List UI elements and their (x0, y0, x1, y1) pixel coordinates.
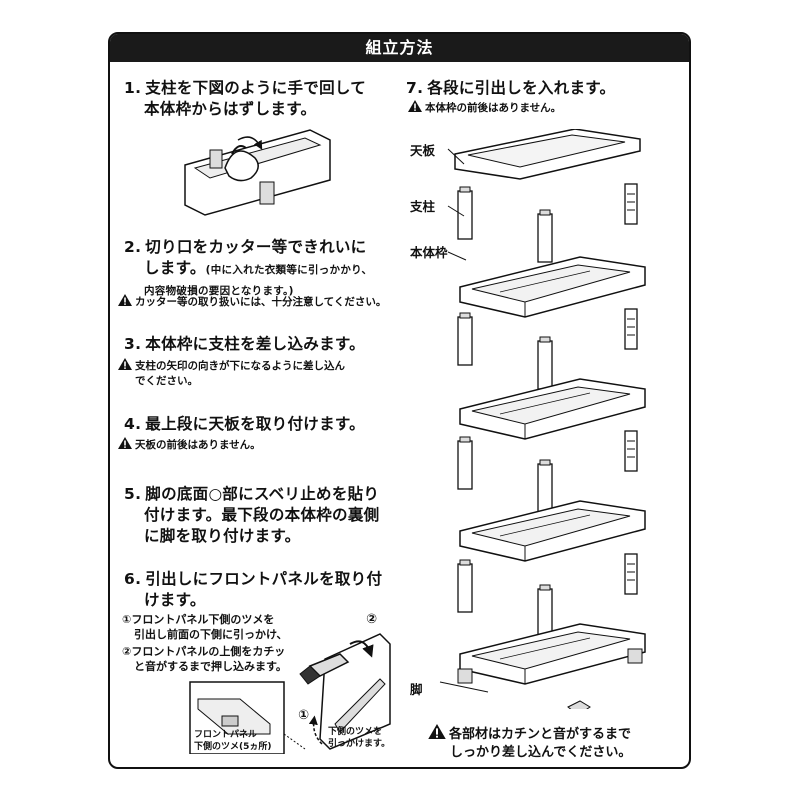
warning-icon (408, 100, 422, 112)
step-2-text-2: します。 (144, 259, 206, 277)
pillar-2-right (624, 308, 638, 350)
warning-icon (118, 437, 132, 449)
page-title: 組立方法 (110, 34, 689, 62)
step-6-number: 6. (124, 570, 142, 588)
step-7: 7.各段に引出しを入れます。 (406, 78, 615, 99)
final-note-line-2: しっかり差し込んでください。 (450, 745, 632, 760)
step-3-warning-text-2: でください。 (135, 375, 198, 387)
warning-icon (118, 358, 132, 370)
step-4-warning: 天板の前後はありません。 (118, 437, 261, 453)
step-1: 1.支柱を下図のように手で回して 本体枠からはずします。 (124, 78, 366, 120)
step-7-warning: 本体枠の前後はありません。 (408, 100, 561, 116)
step-3: 3.本体枠に支柱を差し込みます。 (124, 334, 365, 355)
step-2-warning: カッター等の取り扱いには、十分注意してください。 (118, 294, 386, 310)
step-1-text-2: 本体枠からはずします。 (144, 100, 317, 118)
step-3-text-1: 本体枠に支柱を差し込みます。 (145, 335, 365, 353)
step-1-text-1: 支柱を下図のように手で回して (145, 79, 367, 97)
label-pillar: 支柱 (410, 199, 436, 214)
label-claw: 下側のツメを 引っかけます。 (328, 726, 390, 750)
step-6-text-1: 引出しにフロントパネルを取り付 (145, 570, 383, 588)
step-6-text-2: けます。 (144, 591, 206, 609)
pillar-4-front (537, 584, 553, 638)
step-2-text-1: 切り口をカッター等できれいに (145, 238, 367, 256)
label-claw-a: 下側のツメを (328, 727, 383, 737)
step-5: 5.脚の底面○部にスベリ止めを貼り 付けます。最下段の本体枠の裏側 に脚を取り付… (124, 484, 379, 547)
label-claw-b: 引っかけます。 (328, 739, 391, 749)
label-leg: 脚 (410, 682, 423, 697)
pillar-1-front (537, 209, 553, 263)
step-7-warning-text: 本体枠の前後はありません。 (425, 102, 562, 114)
label-front-panel-b: 下側のツメ(5ヵ所) (194, 742, 272, 752)
label-frame: 本体枠 (410, 245, 448, 260)
step-6-sub-2-a: ②フロントパネルの上側をカチッ (122, 645, 286, 658)
step-6-sub-2: ②フロントパネルの上側をカチッ と音がするまで押し込みます。 (122, 644, 287, 674)
step-2-number: 2. (124, 238, 142, 256)
step-6-sub-2-b: と音がするまで押し込みます。 (134, 660, 287, 673)
step-5-number: 5. (124, 485, 142, 503)
pillar-3-right (624, 430, 638, 472)
pillar-2-front (537, 336, 553, 390)
final-note-line-1: 各部材はカチンと音がするまで (449, 727, 632, 742)
step-4-text-1: 最上段に天板を取り付けます。 (145, 415, 365, 433)
step-6-sub-1-b: 引出し前面の下側に引っかけ、 (134, 628, 288, 641)
step-3-number: 3. (124, 335, 142, 353)
step-7-number: 7. (406, 79, 424, 97)
marker-2: ② (366, 612, 378, 627)
step-7-text-1: 各段に引出しを入れます。 (427, 79, 616, 97)
step-4-warning-text: 天板の前後はありません。 (135, 439, 261, 451)
label-front-panel-a: フロントパネル (194, 730, 258, 740)
step-5-text-3: に脚を取り付けます。 (144, 527, 301, 545)
step-1-illustration (184, 129, 331, 216)
step-6: 6.引出しにフロントパネルを取り付 けます。 (124, 569, 382, 611)
step-1-number: 1. (124, 79, 142, 97)
instruction-sheet: 組立方法 1.支柱を下図のように手で回して 本体枠からはずします。 2.切り口を… (108, 32, 691, 769)
final-note: 各部材はカチンと音がするまで しっかり差し込んでください。 (428, 724, 631, 762)
warning-icon (118, 294, 132, 306)
step-2: 2.切り口をカッター等できれいに します。(中に入れた衣類等に引っかかり、 内容… (124, 237, 372, 302)
pillar-3-front (537, 459, 553, 513)
step-6-illustration (189, 633, 391, 754)
label-front-panel: フロントパネル 下側のツメ(5ヵ所) (194, 729, 272, 753)
pillar-4-right (624, 553, 638, 595)
step-6-sub-1-a: ①フロントパネル下側のツメを (122, 613, 275, 626)
step-4-number: 4. (124, 415, 142, 433)
top-board-inner (467, 134, 626, 168)
leg-right (627, 648, 643, 664)
step-2-warning-text: カッター等の取り扱いには、十分注意してください。 (135, 296, 387, 308)
step-5-text-2: 付けます。最下段の本体枠の裏側 (144, 506, 380, 524)
step-6-sub-1: ①フロントパネル下側のツメを 引出し前面の下側に引っかけ、 (122, 612, 287, 642)
warning-icon (428, 724, 446, 739)
step-4: 4.最上段に天板を取り付けます。 (124, 414, 365, 435)
label-top-board: 天板 (410, 143, 436, 158)
assembly-illustration (454, 129, 646, 709)
step-2-paren-1: (中に入れた衣類等に引っかかり、 (205, 264, 373, 276)
step-3-warning-text-1: 支柱の矢印の向きが下になるように差し込ん (135, 360, 345, 372)
label-leader-lines (439, 148, 489, 693)
leg-front (567, 700, 591, 709)
step-3-warning: 支柱の矢印の向きが下になるように差し込ん でください。 (118, 358, 345, 389)
pillar-1-right (624, 183, 638, 225)
step-2-paren-2: 内容物破損の要因となります。) (144, 285, 294, 297)
leg-left (457, 668, 473, 684)
marker-1: ① (298, 708, 310, 723)
step-5-text-1: 脚の底面○部にスベリ止めを貼り (145, 485, 380, 503)
